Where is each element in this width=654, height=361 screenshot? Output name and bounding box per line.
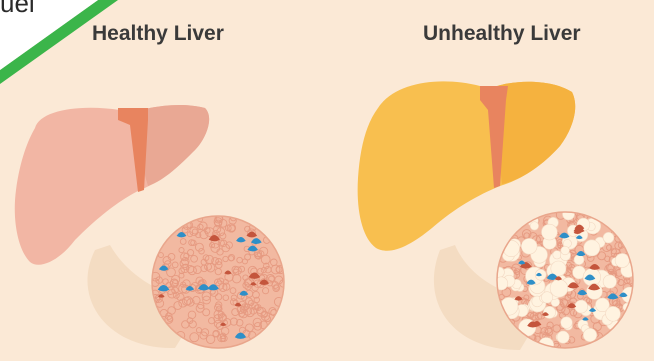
corner-banner-text: uel [0, 0, 35, 19]
unhealthy-liver-title: Unhealthy Liver [423, 22, 581, 46]
healthy-tissue-magnification [151, 215, 287, 348]
healthy-liver-title: Healthy Liver [92, 22, 224, 46]
